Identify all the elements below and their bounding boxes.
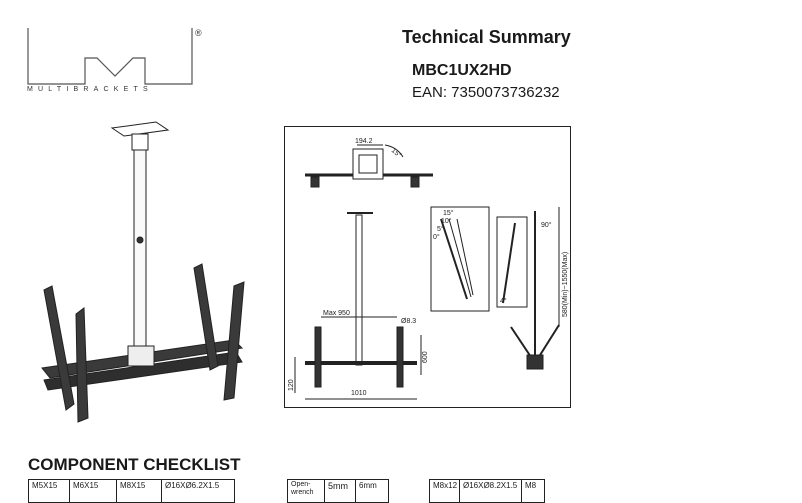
dim-side-small: 4° bbox=[500, 297, 507, 305]
dim-1010: 1010 bbox=[351, 390, 367, 397]
checklist-item-m8x12: M8x12 bbox=[429, 479, 460, 503]
multibrackets-logo: ® bbox=[27, 28, 202, 85]
dim-600: 600 bbox=[422, 351, 429, 363]
checklist-item-m8: M8 bbox=[521, 479, 545, 503]
dim-side-angle: 90° bbox=[541, 221, 552, 229]
product-illustration bbox=[41, 121, 245, 423]
component-checklist-heading: COMPONENT CHECKLIST bbox=[28, 455, 241, 474]
checklist-item-m8x15: M8X15 bbox=[116, 479, 162, 503]
dim-tilt-1: 15° bbox=[443, 209, 454, 217]
checklist-item-5mm: 5mm bbox=[324, 479, 356, 503]
checklist-item-6mm: 6mm bbox=[355, 479, 389, 503]
dim-top-width: 194.2 bbox=[355, 138, 373, 145]
dim-120: 120 bbox=[288, 379, 295, 391]
ean-code: EAN: 7350073736232 bbox=[412, 84, 560, 101]
dim-tilt-2: 10° bbox=[441, 217, 452, 225]
dim-height-range: 580(Min)~1550(Max) bbox=[562, 252, 569, 317]
dim-tilt-3: 5° bbox=[437, 225, 444, 233]
checklist-item-washer-8: Ø16XØ8.2X1.5 bbox=[459, 479, 522, 503]
model-number: MBC1UX2HD bbox=[412, 62, 512, 79]
dim-top-angle: 15° bbox=[390, 146, 403, 159]
trademark-mark: ® bbox=[195, 28, 202, 38]
dim-tilt-4: 0° bbox=[433, 233, 440, 241]
dim-diameter: Ø8.3 bbox=[401, 318, 416, 325]
page-title: Technical Summary bbox=[402, 27, 571, 47]
technical-drawing: 194.2 15° 15° 10° 5° 0° 4° 90° 580(Min)~… bbox=[288, 138, 569, 400]
technical-drawing-frame: 194.2 15° 15° 10° 5° 0° 4° 90° 580(Min)~… bbox=[284, 126, 571, 408]
checklist-item-open-wrench: Open-wrench bbox=[287, 479, 325, 503]
dim-max: Max 950 bbox=[323, 310, 350, 317]
checklist-item-m6x15: M6X15 bbox=[69, 479, 117, 503]
checklist-item-washer-6: Ø16XØ6.2X1.5 bbox=[161, 479, 235, 503]
logo-brand-text: MULTIBRACKETS bbox=[27, 86, 153, 93]
checklist-item-m5x15: M5X15 bbox=[28, 479, 70, 503]
